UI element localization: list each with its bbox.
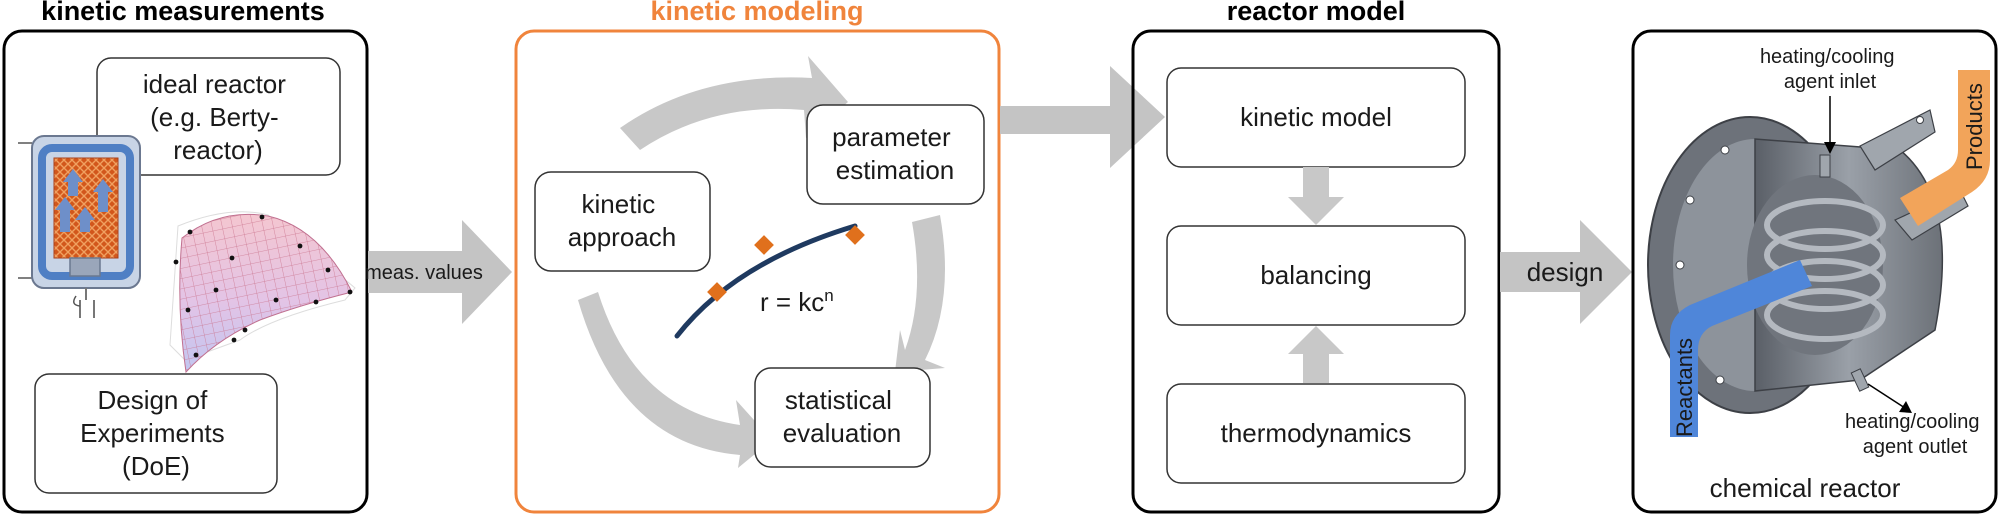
statistical-evaluation-box (754, 367, 931, 468)
inlet-pointer-head (1824, 142, 1836, 154)
parameter-estimation-box (806, 104, 985, 205)
outlet-pointer (1867, 383, 1906, 409)
panel-frame-reactor-model (1131, 29, 1501, 514)
panel-title-measurements: kinetic measurements (41, 0, 325, 26)
panel-frame-measurements (2, 29, 369, 514)
arrow-meas-values: meas. values (365, 220, 512, 324)
arrow-thermo-to-balancing (1288, 326, 1344, 383)
arrow-kinetic-to-balancing (1288, 167, 1344, 225)
berty-reactor-illustration (18, 135, 141, 318)
cycle-arrow-bottom (578, 292, 772, 468)
panel-title-reactor-model: reactor model (1227, 0, 1406, 26)
cycle-arrow-top (620, 56, 848, 150)
ideal-reactor-box (96, 57, 341, 176)
panel-frame-modeling (514, 29, 1001, 514)
data-point-marker-1 (707, 282, 727, 302)
chemical-reactor-label: chemical reactor (1710, 473, 1901, 503)
response-surface-plot (169, 211, 356, 374)
products-pipe (1900, 70, 1990, 226)
kinetic-fit-curve (674, 223, 858, 339)
reactants-label: Reactants (1672, 338, 1697, 437)
parameter-estimation-label: parameter estimation (832, 122, 958, 185)
arrow-to-reactor-model (1000, 66, 1165, 168)
panel-title-modeling: kinetic modeling (650, 0, 863, 26)
arrow-design: design (1500, 220, 1632, 324)
kinetic-model-label: kinetic model (1240, 102, 1392, 132)
kinetic-approach-box (534, 171, 711, 272)
ideal-reactor-label: ideal reactor (e.g. Berty- reactor) (143, 69, 293, 165)
cycle-arrow-right (895, 215, 945, 372)
kinetic-approach-label: kinetic approach (568, 189, 676, 252)
cycle-arrows (578, 56, 945, 468)
data-point-marker-2 (754, 235, 774, 255)
outlet-pointer-head (1899, 401, 1912, 413)
panel-kinetic-modeling: kinetic modeling kinetic approach parame… (514, 0, 1001, 514)
panel-reactor-model: reactor model kinetic model balancing th… (1131, 0, 1501, 514)
panel-chemical-reactor: Reactants Products heating/cooling agent… (1631, 29, 1998, 514)
rate-equation: r = kcn (760, 286, 834, 317)
panel-kinetic-measurements: kinetic measurements ideal reactor (e.g.… (2, 0, 369, 514)
outlet-label: heating/cooling agent outlet (1845, 411, 1985, 458)
thermodynamics-label: thermodynamics (1221, 418, 1412, 448)
doe-label: Design of Experiments (DoE) (80, 385, 232, 481)
inlet-label: heating/cooling agent inlet (1760, 46, 1900, 93)
doe-box (34, 373, 278, 494)
meas-values-label: meas. values (365, 262, 483, 284)
panel-frame-chemical-reactor (1631, 29, 1998, 514)
statistical-evaluation-label: statistical evaluation (783, 385, 902, 448)
design-label: design (1527, 257, 1604, 287)
reactants-pipe (1670, 260, 1812, 437)
balancing-label: balancing (1260, 260, 1371, 290)
products-label: Products (1962, 83, 1987, 170)
balancing-box (1166, 225, 1466, 326)
thermodynamics-box (1166, 383, 1466, 484)
